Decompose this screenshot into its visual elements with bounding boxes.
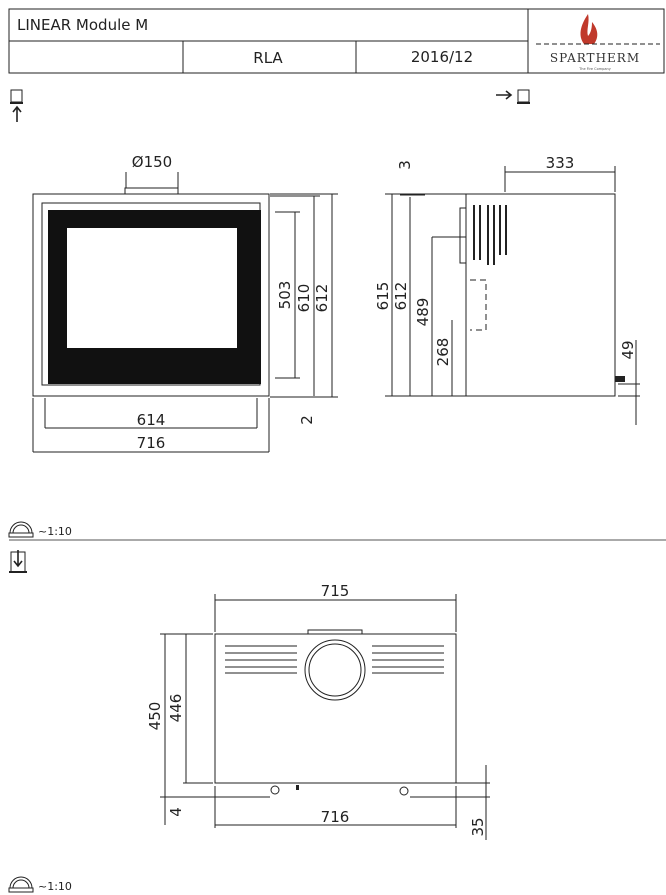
dim-outer-width: 716	[137, 434, 166, 452]
scale-indicator-1: ~1:10	[8, 521, 72, 538]
flue-outlet	[124, 187, 179, 195]
top-view: 715 450 446 4 716 35	[146, 582, 490, 840]
dim-615: 615	[374, 282, 392, 311]
dim-489: 489	[414, 298, 432, 327]
scale-indicator-2: ~1:10	[8, 876, 72, 893]
dim-inner-width: 614	[137, 411, 166, 429]
dim-width-bottom: 716	[321, 808, 350, 826]
dim-height-outer: 612	[313, 284, 331, 313]
dim-268: 268	[434, 338, 452, 367]
dim-width-top: 715	[321, 582, 350, 600]
drawing-code: RLA	[253, 49, 283, 67]
dim-top-offset: 3	[396, 160, 414, 170]
brand-name: SPARTHERM	[550, 51, 640, 65]
front-view-indicator-icon	[10, 89, 23, 122]
dim-offset-4: 4	[167, 807, 185, 817]
model-title: LINEAR Module M	[17, 16, 148, 34]
dim-glass-height: 503	[276, 281, 294, 310]
scale-label-1: ~1:10	[38, 525, 72, 538]
flame-logo-icon	[580, 14, 598, 44]
dim-depth: 333	[546, 154, 575, 172]
dim-49: 49	[619, 340, 637, 359]
side-view: 333 3 615 612 489 268 49	[374, 154, 640, 425]
dim-612: 612	[392, 282, 410, 311]
scale-label-2: ~1:10	[38, 880, 72, 893]
dim-height-inner: 610	[295, 284, 313, 313]
side-view-indicator-icon	[496, 89, 530, 104]
front-view: Ø150 503 610 612 2 614 716	[32, 153, 338, 453]
brand-tagline: The Fire Company	[578, 67, 611, 71]
drawing-date: 2016/12	[411, 48, 473, 66]
flue-diameter-label: Ø150	[132, 153, 172, 171]
dim-offset-35: 35	[469, 817, 487, 836]
dim-depth-446: 446	[167, 694, 185, 723]
top-view-indicator-icon	[9, 550, 27, 573]
dim-depth-450: 450	[146, 702, 164, 731]
title-block: LINEAR Module M RLA 2016/12 SPARTHERM Th…	[8, 8, 665, 74]
dim-bottom-offset: 2	[298, 415, 316, 425]
